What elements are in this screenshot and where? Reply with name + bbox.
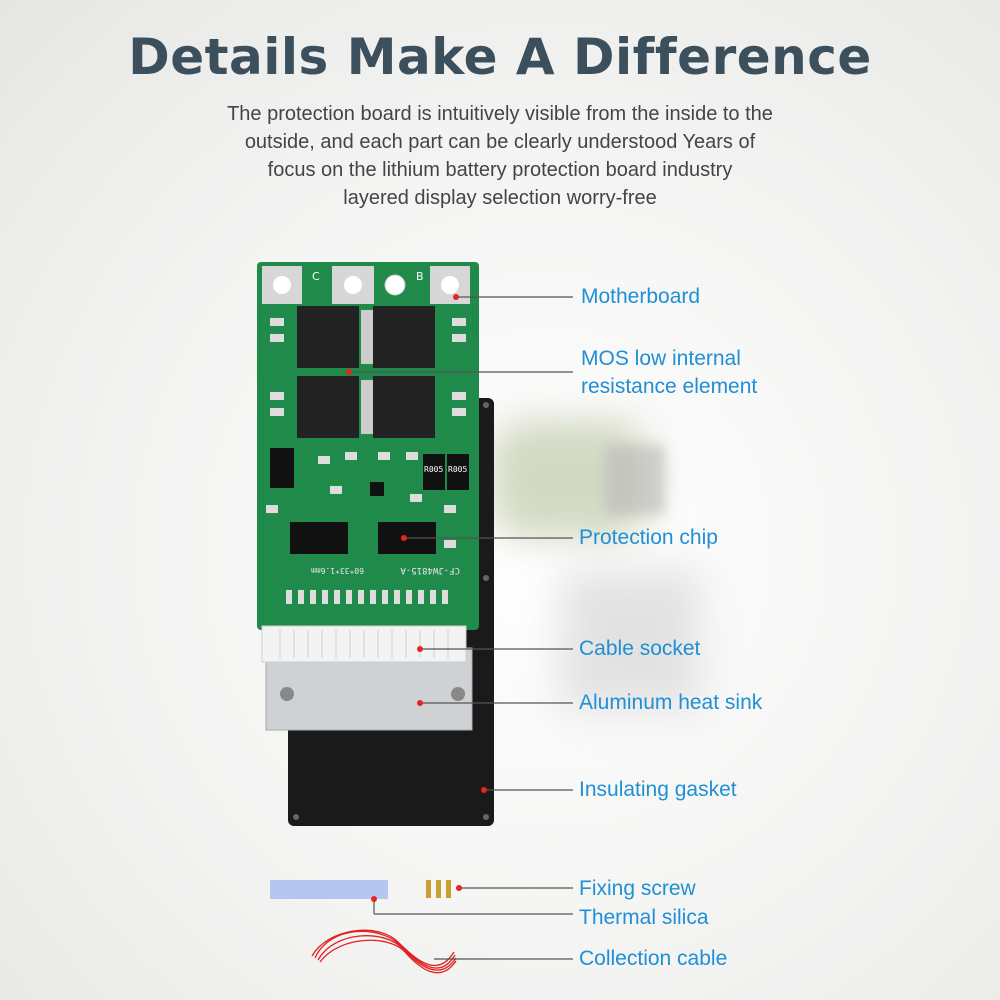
pad-label: C: [312, 270, 320, 283]
callout-motherboard: Motherboard: [581, 285, 701, 308]
callout-mos-line1: MOS low internal: [581, 347, 741, 370]
description-line: outside, and each part can be clearly un…: [244, 131, 756, 153]
callout-protection-chip: Protection chip: [579, 526, 718, 549]
description-line: focus on the lithium battery protection …: [267, 159, 733, 181]
marker-dot: [456, 885, 462, 891]
marker-dot: [346, 369, 352, 375]
heat-sink-screw: [451, 687, 465, 701]
mos-transistors: [270, 306, 466, 438]
marker-dot: [417, 646, 423, 652]
resistor-mark: R005: [424, 465, 443, 474]
marker-dot: [481, 787, 487, 793]
callout-gasket: Insulating gasket: [579, 778, 737, 801]
callout-fixing-screw: Fixing screw: [579, 877, 696, 900]
balance-resistors: [286, 590, 448, 604]
gasket-hole: [483, 575, 489, 581]
background-shelf: [560, 570, 700, 710]
gasket-hole: [483, 402, 489, 408]
gasket-hole: [293, 814, 299, 820]
callout-mos-line2: resistance element: [581, 375, 758, 398]
current-resistor: [447, 454, 469, 490]
description-line: The protection board is intuitively visi…: [227, 103, 773, 125]
heat-sink-screw: [280, 687, 294, 701]
marker-dot: [417, 700, 423, 706]
current-resistor: [423, 454, 445, 490]
pad-label: B: [416, 270, 424, 283]
thermal-silica-pad: [270, 880, 388, 899]
page-title: Details Make A Difference: [128, 28, 872, 86]
fixing-screws: [426, 880, 451, 898]
marker-dot: [453, 294, 459, 300]
gasket-hole: [483, 814, 489, 820]
board-silkscreen: CF-JW4815-A: [400, 565, 460, 575]
resistor-mark: R005: [448, 465, 467, 474]
background-frame: [605, 445, 665, 515]
protection-chip: [290, 522, 348, 554]
callout-thermal-silica: Thermal silica: [579, 906, 709, 929]
collection-cable: [311, 929, 457, 974]
marker-dot: [371, 896, 377, 902]
page-description: The protection board is intuitively visi…: [160, 100, 840, 212]
callout-collection-cable: Collection cable: [579, 947, 728, 970]
description-line: layered display selection worry-free: [343, 187, 657, 209]
marker-dot: [401, 535, 407, 541]
callout-heat-sink: Aluminum heat sink: [579, 691, 763, 714]
callout-cable-socket: Cable socket: [579, 637, 701, 660]
board-silkscreen: 60*33*1.6mm: [311, 566, 364, 575]
